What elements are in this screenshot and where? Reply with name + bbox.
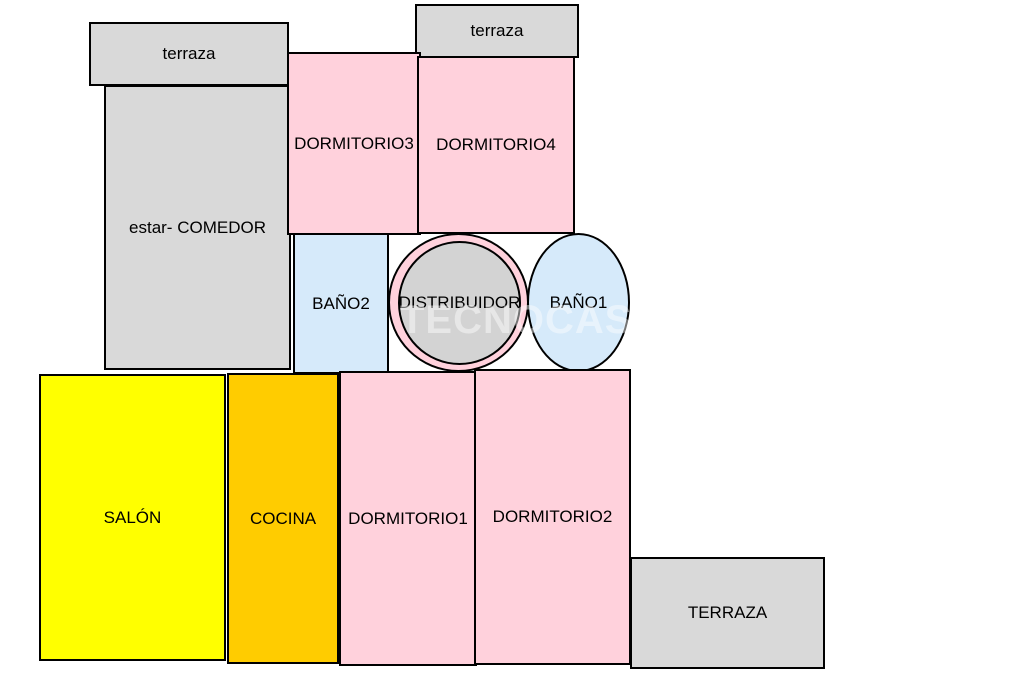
room-distribuidor: DISTRIBUIDOR: [398, 241, 521, 365]
room-bano1: BAÑO1: [527, 233, 630, 372]
room-label: DISTRIBUIDOR: [398, 293, 521, 312]
room-label: DORMITORIO3: [294, 133, 414, 153]
room-terraza-top: terraza: [415, 4, 579, 58]
room-dormitorio3: DORMITORIO3: [287, 52, 421, 235]
room-bano2: BAÑO2: [293, 233, 389, 374]
room-cocina: COCINA: [227, 373, 339, 664]
room-label: BAÑO2: [312, 293, 370, 313]
room-label: BAÑO1: [549, 292, 608, 312]
room-dormitorio1: DORMITORIO1: [339, 371, 477, 666]
room-label: SALÓN: [103, 507, 162, 527]
room-label: DORMITORIO1: [348, 508, 468, 528]
room-label: TERRAZA: [687, 603, 768, 622]
room-dormitorio4: DORMITORIO4: [417, 56, 575, 234]
room-label: terraza: [470, 21, 524, 40]
room-label: DORMITORIO2: [492, 507, 613, 526]
room-label: DORMITORIO4: [436, 135, 556, 154]
room-salon: SALÓN: [39, 374, 226, 661]
room-dormitorio2: DORMITORIO2: [474, 369, 631, 665]
room-label: terraza: [162, 44, 216, 63]
room-terraza-left: terraza: [89, 22, 289, 86]
room-estar-comedor: estar- COMEDOR: [104, 85, 291, 370]
room-label: COCINA: [249, 508, 317, 528]
room-label: estar- COMEDOR: [129, 217, 266, 237]
room-terraza-main: TERRAZA: [630, 557, 825, 669]
